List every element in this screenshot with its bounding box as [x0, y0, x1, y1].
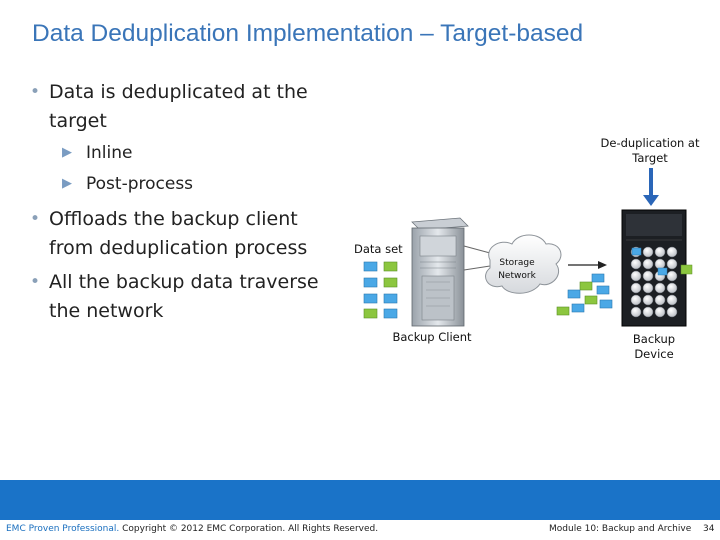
disk-icon — [666, 282, 678, 294]
storage-network-label: Storage Network — [498, 258, 536, 281]
data-cube-icon — [579, 281, 593, 291]
footer-brand: EMC Proven Professional. — [6, 524, 120, 534]
disk-icon — [642, 258, 654, 270]
sub-bullet-item: ▶ Inline — [62, 142, 132, 164]
sub-bullet-text: Post-process — [86, 174, 194, 194]
disk-icon — [654, 258, 666, 270]
network-cloud-icon — [485, 234, 562, 294]
disk-icon — [630, 282, 642, 294]
data-cube-icon — [657, 267, 668, 276]
backup-device-icon — [621, 209, 687, 327]
bullet-item: • Offloads the backup client from dedupl… — [30, 205, 335, 263]
bullet-dot-icon: • — [30, 209, 41, 229]
sub-bullet-text: Inline — [86, 143, 133, 163]
data-set-label: Data set — [354, 242, 403, 256]
data-cube-icon — [591, 273, 605, 283]
data-cube-icon — [584, 295, 598, 305]
data-cube-icon — [567, 289, 581, 299]
data-cube-icon — [383, 261, 398, 272]
device-cubes — [631, 247, 693, 276]
footer-bar — [0, 480, 720, 520]
data-cube-icon — [363, 261, 378, 272]
disk-icon — [666, 306, 678, 318]
disk-icon — [666, 258, 678, 270]
disk-icon — [642, 282, 654, 294]
disk-icon — [630, 306, 642, 318]
data-cube-icon — [383, 308, 398, 319]
data-cube-icon — [363, 293, 378, 304]
backup-device-label: Backup Device — [632, 332, 676, 361]
disk-icon — [642, 306, 654, 318]
footer-copyright: EMC Proven Professional. Copyright © 201… — [6, 524, 378, 534]
bullet-dot-icon: • — [30, 272, 41, 292]
bullet-text: Data is deduplicated at the target — [49, 81, 308, 132]
sub-bullet-item: ▶ Post-process — [62, 173, 193, 195]
page-number: 34 — [703, 524, 715, 534]
disk-icon — [666, 270, 678, 282]
network-data-cubes — [556, 273, 613, 316]
disk-icon — [630, 294, 642, 306]
disk-icon — [642, 294, 654, 306]
data-cube-icon — [363, 308, 378, 319]
data-cube-icon — [571, 303, 585, 313]
data-cube-icon — [383, 277, 398, 288]
arrow-head-icon — [598, 261, 607, 269]
disk-icon — [630, 258, 642, 270]
footer-copyright-text: Copyright © 2012 EMC Corporation. All Ri… — [119, 524, 379, 534]
disk-icon — [654, 246, 666, 258]
data-cube-icon — [383, 293, 398, 304]
sub-bullet-arrow-icon: ▶ — [62, 176, 72, 191]
disk-icon — [654, 294, 666, 306]
bullet-item: • All the backup data traverse the netwo… — [30, 268, 335, 326]
bullet-text: All the backup data traverse the network — [49, 271, 319, 322]
data-set-cubes — [363, 261, 398, 319]
data-cube-icon — [599, 299, 613, 309]
disk-icon — [642, 270, 654, 282]
server-tower-icon — [411, 217, 469, 327]
footer-module: Module 10: Backup and Archive — [549, 524, 692, 534]
disk-icon — [666, 246, 678, 258]
disk-icon — [654, 306, 666, 318]
disk-icon — [630, 270, 642, 282]
bullet-text: Offloads the backup client from deduplic… — [49, 208, 308, 259]
data-cube-icon — [556, 306, 570, 316]
sub-bullet-arrow-icon: ▶ — [62, 145, 72, 160]
down-arrow-icon — [643, 195, 659, 206]
dedup-arrow-shaft — [649, 168, 653, 196]
data-cube-icon — [363, 277, 378, 288]
data-cube-icon — [596, 285, 610, 295]
disk-icon — [654, 282, 666, 294]
bullet-item: • Data is deduplicated at the target — [30, 78, 330, 136]
data-cube-icon — [631, 247, 642, 256]
dedup-target-label: De-duplication at Target — [600, 136, 700, 165]
link-line — [463, 265, 491, 271]
bullet-dot-icon: • — [30, 82, 41, 102]
backup-client-label: Backup Client — [392, 330, 472, 344]
disk-icon — [642, 246, 654, 258]
disk-icon — [666, 294, 678, 306]
slide-title: Data Deduplication Implementation – Targ… — [32, 20, 584, 47]
link-line — [463, 245, 491, 254]
data-cube-icon — [680, 264, 693, 275]
